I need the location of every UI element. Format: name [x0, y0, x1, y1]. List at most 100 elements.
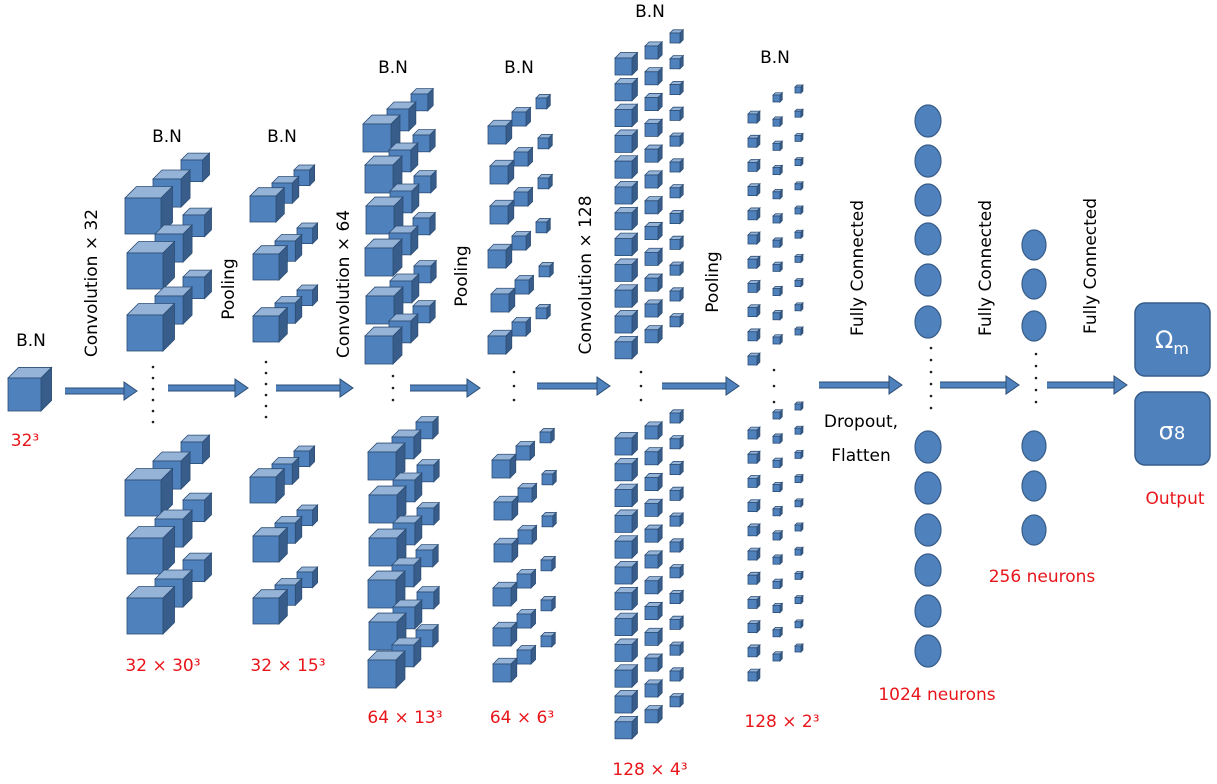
pool2-cube — [535, 217, 552, 234]
pool3-cube — [747, 110, 761, 124]
cube-stacks — [7, 28, 804, 740]
pool3-cube — [772, 236, 784, 249]
pool3-size-label: 128 × 2³ — [744, 712, 819, 732]
pool2-cube — [492, 621, 518, 647]
pool1-cube — [252, 244, 289, 281]
conv32-cube — [126, 585, 176, 635]
conv32-size-label: 32 × 30³ — [125, 656, 200, 676]
pool3-cube — [772, 309, 784, 321]
conv128-cube — [669, 692, 685, 708]
pool1-ellipsis — [264, 393, 268, 397]
pool2-bn-label: B.N — [504, 58, 534, 78]
conv128-ellipsis — [639, 398, 643, 402]
conv128-cube — [614, 309, 639, 334]
conv128-cube — [614, 128, 639, 154]
pool2-cube — [540, 595, 557, 612]
omega-m-output-box — [1134, 302, 1211, 377]
conv64-cube — [386, 101, 417, 132]
pool3-cube — [772, 91, 784, 103]
conv128-cube — [669, 460, 685, 476]
pool3-cube — [747, 327, 761, 342]
arrow-pool3 — [725, 376, 740, 396]
fc2-neuron — [1021, 268, 1047, 300]
pool3-cube — [772, 115, 784, 128]
pool3-cube — [747, 206, 761, 221]
flow-arrows — [65, 375, 1128, 401]
pool2-cube — [487, 329, 513, 355]
arrow-pool1 — [234, 378, 249, 398]
conv128-cube — [614, 560, 639, 585]
conv128-cube — [669, 183, 685, 199]
conv128-ellipsis — [639, 370, 643, 374]
pool3-cube — [772, 164, 784, 176]
pool2-cube — [517, 482, 538, 504]
pool3-cube — [747, 571, 761, 586]
conv32-cube — [124, 467, 174, 517]
pool3-cube — [772, 578, 784, 590]
conv32-bn-label: B.N — [152, 127, 182, 147]
conv32-ellipsis — [151, 420, 155, 424]
fc1-neuron — [914, 430, 942, 464]
conv128-cube — [614, 663, 639, 689]
conv128-cube — [644, 66, 664, 86]
conv64-cube — [367, 570, 406, 609]
pool3-cube — [794, 643, 804, 653]
pool3-cube — [772, 481, 784, 493]
fc1-neuron — [914, 594, 942, 628]
conv128-cube — [669, 641, 685, 657]
pool3-ellipsis — [772, 368, 776, 372]
pool3-cube — [794, 594, 804, 605]
conv64-cube — [368, 528, 407, 567]
pool3-cube — [747, 134, 761, 149]
conv64-cube — [416, 501, 441, 526]
conv64-cube — [362, 114, 401, 153]
conv128-cube — [614, 612, 639, 637]
pool3-cube — [772, 261, 784, 273]
conv128-cube — [644, 575, 664, 595]
conv64-cube — [365, 196, 404, 235]
pool3-cube — [772, 529, 784, 541]
conv128-cube — [614, 77, 639, 102]
arrow-conv64 — [339, 378, 354, 398]
ellipsis-dots — [151, 346, 1038, 424]
pool1-cube — [252, 306, 289, 343]
pool1-ellipsis — [264, 360, 268, 364]
conv128-cube — [644, 92, 664, 112]
conv32-ellipsis — [151, 365, 155, 369]
pool3-cube — [772, 602, 784, 614]
sigma-8-output-label: σ8 — [1159, 417, 1186, 445]
fc1-size-label: 1024 neurons — [878, 685, 995, 705]
fc1-ellipsis — [929, 406, 933, 410]
pool3-cube — [747, 158, 761, 173]
pool1-cube — [252, 588, 289, 625]
pool3-cube — [794, 180, 804, 191]
fc2-size-label: 256 neurons — [989, 567, 1096, 587]
conv32-cube — [154, 224, 194, 264]
flatten-label: Flatten — [831, 446, 890, 466]
conv128-cube — [644, 324, 664, 344]
input-bn-label: B.N — [16, 331, 46, 351]
pool3-cube — [747, 522, 761, 537]
conv128-cube — [614, 335, 639, 360]
arrow-fc1 — [888, 375, 903, 395]
conv128-cube — [614, 715, 639, 740]
conv128-cube — [669, 512, 685, 528]
conv32-ellipsis — [151, 409, 155, 413]
conv128-cube — [614, 534, 639, 560]
conv128-cube — [614, 689, 639, 714]
pool3-cube — [747, 255, 761, 270]
output-label: Output — [1145, 489, 1204, 509]
conv64-cube — [413, 259, 438, 284]
conv32-cube — [124, 185, 174, 235]
conv64-ellipsis — [391, 398, 395, 402]
fc1-neuron — [914, 263, 942, 297]
fc2-neuron — [1021, 430, 1047, 462]
pool2-cube — [541, 511, 558, 528]
fc2-neuron — [1021, 310, 1047, 342]
pool1-ellipsis — [264, 404, 268, 408]
pool3-cube — [747, 595, 761, 610]
pool2-cube — [537, 173, 554, 190]
pool2-cube — [492, 581, 518, 607]
conv128-cube — [614, 232, 639, 257]
